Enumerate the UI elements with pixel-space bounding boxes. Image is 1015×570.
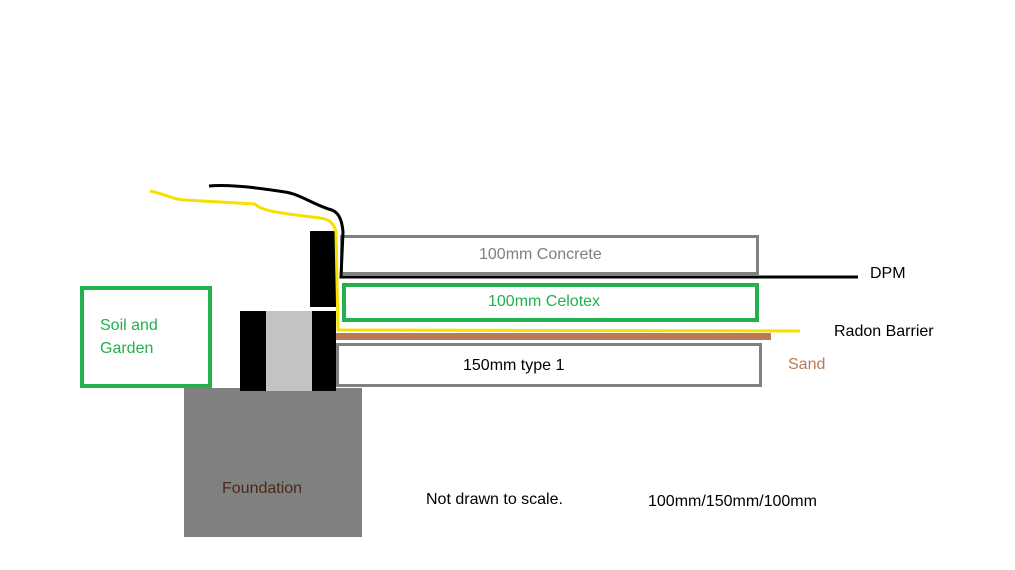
- outer-wall-block: [240, 311, 266, 391]
- foundation-label: Foundation: [222, 480, 303, 497]
- celotex-layer: [342, 283, 759, 322]
- foundation-block: [184, 388, 362, 537]
- inner-wall-block: [312, 311, 336, 391]
- soil-garden-label-line2: Garden: [100, 340, 154, 357]
- type1-layer: [336, 343, 762, 387]
- celotex-label: 100mm Celotex: [488, 293, 601, 310]
- concrete-label: 100mm Concrete: [479, 246, 602, 263]
- cavity-insulation-block: [266, 311, 312, 391]
- dimensions-note: 100mm/150mm/100mm: [648, 493, 817, 510]
- radon-barrier-label: Radon Barrier: [834, 323, 934, 340]
- sand-label: Sand: [788, 356, 826, 373]
- scale-note: Not drawn to scale.: [426, 491, 563, 508]
- soil-garden-label-line1: Soil and: [100, 317, 158, 334]
- radon-barrier-line: [149, 189, 801, 333]
- wall-upper-block: [310, 231, 336, 307]
- soil-garden-box: [80, 286, 212, 388]
- dpm-label: DPM: [870, 265, 906, 282]
- type1-label: 150mm type 1: [463, 357, 565, 374]
- dpm-line: [208, 183, 858, 279]
- sand-layer: [336, 333, 771, 340]
